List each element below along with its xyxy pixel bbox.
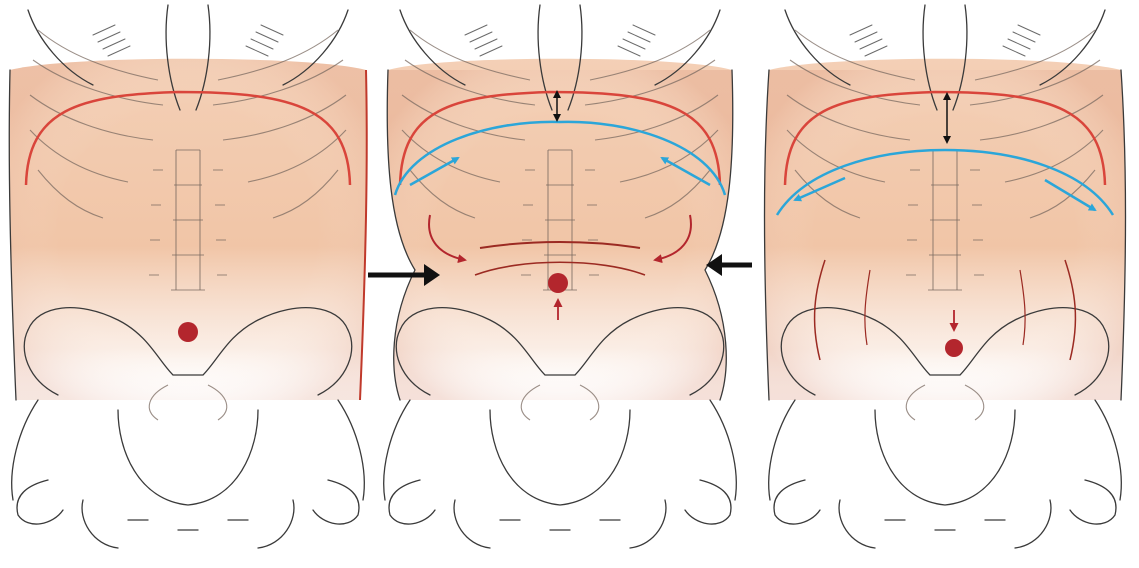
umbilicus-dot: [178, 322, 198, 342]
panel-expanded: [765, 5, 1126, 548]
panel-neutral: [9, 5, 367, 548]
umbilicus-dot: [945, 339, 963, 357]
umbilicus-dot: [548, 273, 568, 293]
